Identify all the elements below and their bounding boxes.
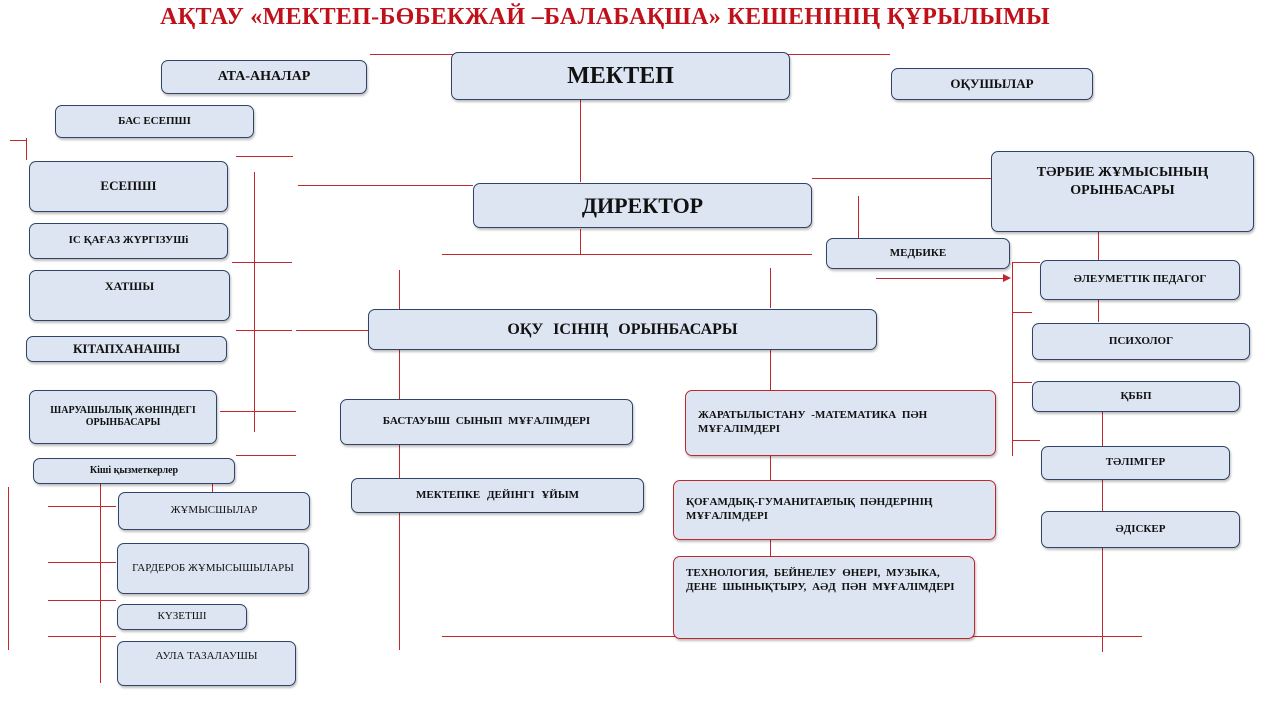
connector-line <box>1012 262 1014 456</box>
box-kishi-kyzmetkerler: Кіші қызметкерлер <box>33 458 235 484</box>
box-tekhnologiya: ТЕХНОЛОГИЯ, БЕЙНЕЛЕУ ӨНЕРІ, МУЗЫКА, ДЕНЕ… <box>673 556 975 639</box>
connector-line <box>26 138 28 160</box>
connector-line <box>770 456 772 480</box>
connector-line <box>399 270 401 650</box>
box-bas-esepshi: БАС ЕСЕПШІ <box>55 105 254 138</box>
connector-line <box>1012 382 1032 384</box>
connector-line <box>1012 312 1032 314</box>
box-aleumettik: ӘЛЕУМЕТТІК ПЕДАГОГ <box>1040 260 1240 300</box>
connector-line <box>48 506 116 508</box>
box-kbbp: ҚББП <box>1032 381 1240 412</box>
connector-line <box>1098 300 1100 322</box>
connector-line <box>812 178 997 180</box>
box-sharuashylyk: ШАРУАШЫЛЫҚ ЖӨНІНДЕГІ ОРЫНБАСАРЫ <box>29 390 217 444</box>
box-bastauysh: БАСТАУЫШ СЫНЫП МҰҒАЛІМДЕРІ <box>340 399 633 445</box>
box-tarbie: ТӘРБИЕ ЖҰМЫСЫНЫҢ ОРЫНБАСАРЫ <box>991 151 1254 232</box>
box-mektepke-deiingi: МЕКТЕПКЕ ДЕЙІНГІ ҰЙЫМ <box>351 478 644 513</box>
connector-line <box>10 140 26 142</box>
connector-line <box>48 562 116 564</box>
box-okushylar: ОҚУШЫЛАР <box>891 68 1093 100</box>
box-aula: АУЛА ТАЗАЛАУШЫ <box>117 641 296 686</box>
box-kogamdyk: ҚОҒАМДЫҚ-ГУМАНИТАРЛЫҚ ПӘНДЕРІНІҢ МҰҒАЛІМ… <box>673 480 996 540</box>
box-kuzetshi: КҮЗЕТШІ <box>117 604 247 630</box>
connector-line <box>232 262 292 264</box>
connector-line <box>236 330 292 332</box>
box-mektep: МЕКТЕП <box>451 52 790 100</box>
connector-line <box>220 411 296 413</box>
connector-line <box>236 156 293 158</box>
box-esepshi: ЕСЕПШІ <box>29 161 228 212</box>
box-zhumysshylar: ЖҰМЫСШЫЛАР <box>118 492 310 530</box>
connector-line <box>8 487 10 650</box>
connector-line <box>298 185 473 187</box>
box-medbike: МЕДБИКЕ <box>826 238 1010 269</box>
connector-line <box>296 330 368 332</box>
box-ata-analar: АТА-АНАЛАР <box>161 60 367 94</box>
connector-line <box>770 268 772 308</box>
connector-line <box>100 483 102 683</box>
connector-line <box>770 350 772 390</box>
connector-line <box>580 100 582 182</box>
connector-line <box>1012 262 1040 264</box>
box-talimger: ТӘЛІМГЕР <box>1041 446 1230 480</box>
connector-line <box>1098 232 1100 260</box>
arrow-right-icon <box>1003 274 1011 282</box>
connector-line <box>442 254 812 256</box>
connector-line <box>236 455 296 457</box>
connector-line <box>580 229 582 255</box>
box-zharatylystanu: ЖАРАТЫЛЫСТАНУ -МАТЕМАТИКА ПӘН МҰҒАЛІМДЕР… <box>685 390 996 456</box>
connector-line <box>48 636 116 638</box>
box-oku-isi: ОҚУ ІСІНІҢ ОРЫНБАСАРЫ <box>368 309 877 350</box>
box-kitapkhanashy: КІТАПХАНАШЫ <box>26 336 227 362</box>
box-adisker: ӘДІСКЕР <box>1041 511 1240 548</box>
box-psikholog: ПСИХОЛОГ <box>1032 323 1250 360</box>
box-garderob: ГАРДЕРОБ ЖҰМЫСЫШЫЛАРЫ <box>117 543 309 594</box>
connector-line <box>876 278 1004 280</box>
connector-line <box>48 600 116 602</box>
page-title: АҚТАУ «МЕКТЕП-БӨБЕКЖАЙ –БАЛАБАҚША» КЕШЕН… <box>160 4 1050 30</box>
box-direktor: ДИРЕКТОР <box>473 183 812 228</box>
box-is-kagaz: ІС ҚАҒАЗ ЖҮРГІЗУШі <box>29 223 228 259</box>
connector-line <box>770 540 772 556</box>
connector-line <box>858 196 860 238</box>
connector-line <box>1012 440 1040 442</box>
connector-line <box>254 172 256 432</box>
box-khatshy: ХАТШЫ <box>29 270 230 321</box>
